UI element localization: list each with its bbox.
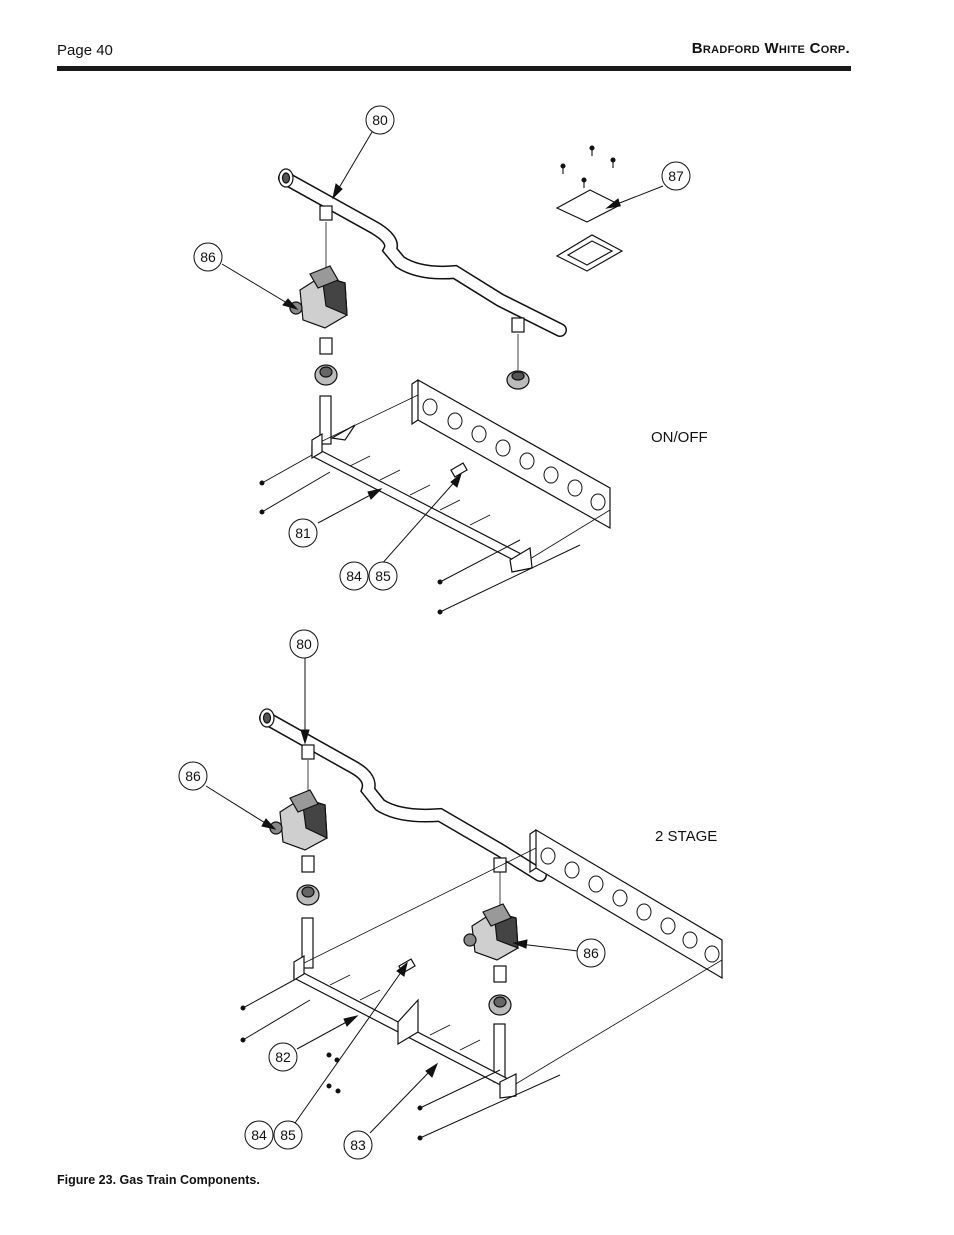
callout-82: 82 [275,1049,291,1065]
gas-valve-lower-right [463,903,519,1083]
callout-numbers: 80 87 86 81 84 85 80 86 86 82 84 85 83 [185,112,684,1153]
callout-80-upper: 80 [372,112,388,128]
burner-panel-lower [529,828,723,980]
figure-caption: Figure 23. Gas Train Components. [57,1173,260,1187]
manifold-pipe-upper [278,168,567,337]
cover-plate-kit [555,145,624,272]
callout-81: 81 [295,525,311,541]
callout-83: 83 [350,1137,366,1153]
burner-panel-upper [411,378,611,530]
on-off-assembly [259,145,624,615]
callout-80-lower: 80 [296,636,312,652]
leader-lines [205,131,664,1134]
callout-85-upper: 85 [375,568,391,584]
two-stage-assembly [240,708,723,1141]
callout-84-lower: 84 [251,1127,267,1143]
callout-balloons [178,105,691,1160]
callout-87: 87 [668,168,684,184]
callout-86-upper: 86 [200,249,216,265]
header-rule [57,66,851,71]
orifice-manifold-lower [293,847,723,1099]
callout-85-lower: 85 [280,1127,296,1143]
gas-train-diagram: 80 87 86 81 84 85 80 86 86 82 84 85 83 [0,80,954,1170]
section-label-on-off: ON/OFF [651,429,708,446]
screws-upper [259,454,581,615]
gas-valve-upper [289,265,348,445]
orifice-manifold-upper [311,394,611,573]
callout-86-lower-right: 86 [583,945,599,961]
section-label-two-stage: 2 STAGE [655,828,718,845]
company-name: Bradford White Corp. [691,40,850,57]
screws-lower [240,979,561,1141]
callout-84-upper: 84 [346,568,362,584]
gas-valve-lower-left [269,789,328,969]
callout-86-lower-left: 86 [185,768,201,784]
manifold-pipe-lower [259,708,547,882]
page-number: Page 40 [57,42,113,59]
